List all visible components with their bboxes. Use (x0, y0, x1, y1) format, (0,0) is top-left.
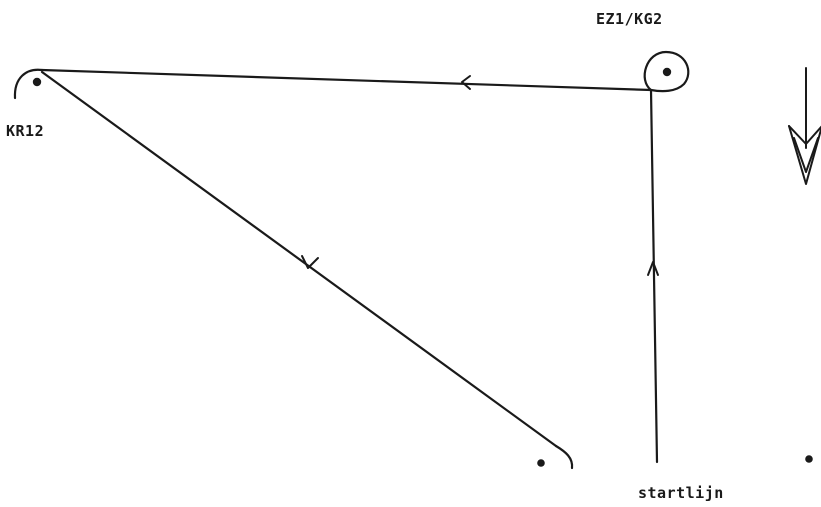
mark-dot-bottom (537, 459, 545, 467)
mark-dot-ez1 (662, 67, 672, 77)
down-arrow-icon (788, 67, 821, 185)
leg-arrow-up (647, 261, 659, 276)
start-line-label: startlijn (638, 484, 724, 502)
mark-dot-kr12 (32, 77, 42, 87)
mark-rounding-arc-bottom (554, 444, 574, 470)
leg-arrow-diagonal (301, 255, 319, 269)
leg-arrow-left (461, 75, 471, 90)
top-leg-line (40, 68, 653, 92)
start-line-dot (805, 455, 813, 463)
mark-rounding-arc-kr12 (13, 68, 44, 100)
mark-label-kr12: KR12 (6, 122, 45, 140)
mark-label-ez1-kg2: EZ1/KG2 (596, 10, 663, 28)
diagonal-leg-line (40, 70, 558, 448)
start-leg-line (649, 88, 659, 464)
mark-rounding-loop-ez1 (643, 50, 690, 93)
